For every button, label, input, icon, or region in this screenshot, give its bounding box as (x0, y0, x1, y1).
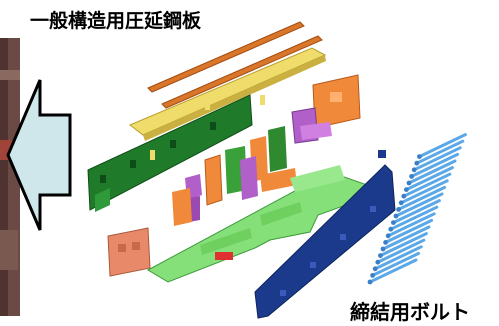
bolt-head (398, 200, 404, 206)
blue-side-panel (254, 150, 396, 319)
bolt-head (404, 187, 409, 193)
bolt-head (370, 273, 375, 278)
bolt (386, 212, 436, 238)
bolt-head (380, 246, 386, 252)
bolt (368, 258, 418, 284)
salmon-bracket (107, 227, 151, 277)
bolt-head (372, 266, 378, 272)
bolt-head (385, 233, 391, 239)
bolt-head (388, 226, 394, 232)
bolt (412, 146, 462, 172)
bolt (391, 199, 441, 225)
orange-part-upper (312, 74, 361, 129)
bolt-head (393, 213, 399, 219)
top-rods (147, 21, 323, 109)
bolt-head (401, 193, 407, 199)
left-arrow (6, 79, 72, 231)
bolt-head (367, 279, 373, 285)
bolt-head (409, 174, 414, 179)
top-plate (129, 47, 327, 141)
bolt (394, 192, 444, 218)
bolt-head (378, 253, 383, 258)
bolt-head (414, 160, 420, 166)
bolt-head (396, 207, 401, 212)
photo-strip (0, 38, 20, 316)
bolt (397, 185, 447, 211)
bolt-head (383, 240, 388, 245)
bolt (407, 159, 457, 185)
bolt-head (375, 259, 381, 265)
red-block (215, 252, 233, 260)
middle-uprights (172, 126, 297, 226)
bolt (378, 232, 428, 258)
bolt (404, 166, 454, 192)
bolt-label: 締結用ボルト (350, 300, 470, 324)
bolt (415, 139, 465, 165)
bolt-group (367, 133, 467, 285)
bolt (373, 245, 423, 271)
bolt (402, 172, 452, 198)
bolt (410, 152, 460, 178)
bolt (389, 205, 439, 231)
steel-plate-label: 一般構造用圧延鋼板 (30, 10, 202, 32)
bolt-head (406, 180, 412, 186)
bolt (371, 251, 421, 277)
bolt (381, 225, 431, 251)
bolt-head (411, 167, 417, 173)
bolt (399, 179, 449, 205)
bolt (384, 218, 434, 244)
green-side-panel (87, 94, 253, 212)
bolt (417, 133, 467, 159)
green-floor-plate (146, 165, 371, 283)
bolt (376, 238, 426, 264)
small-brackets (150, 95, 265, 160)
bolt-head (391, 220, 396, 226)
bolt-head (417, 154, 422, 160)
